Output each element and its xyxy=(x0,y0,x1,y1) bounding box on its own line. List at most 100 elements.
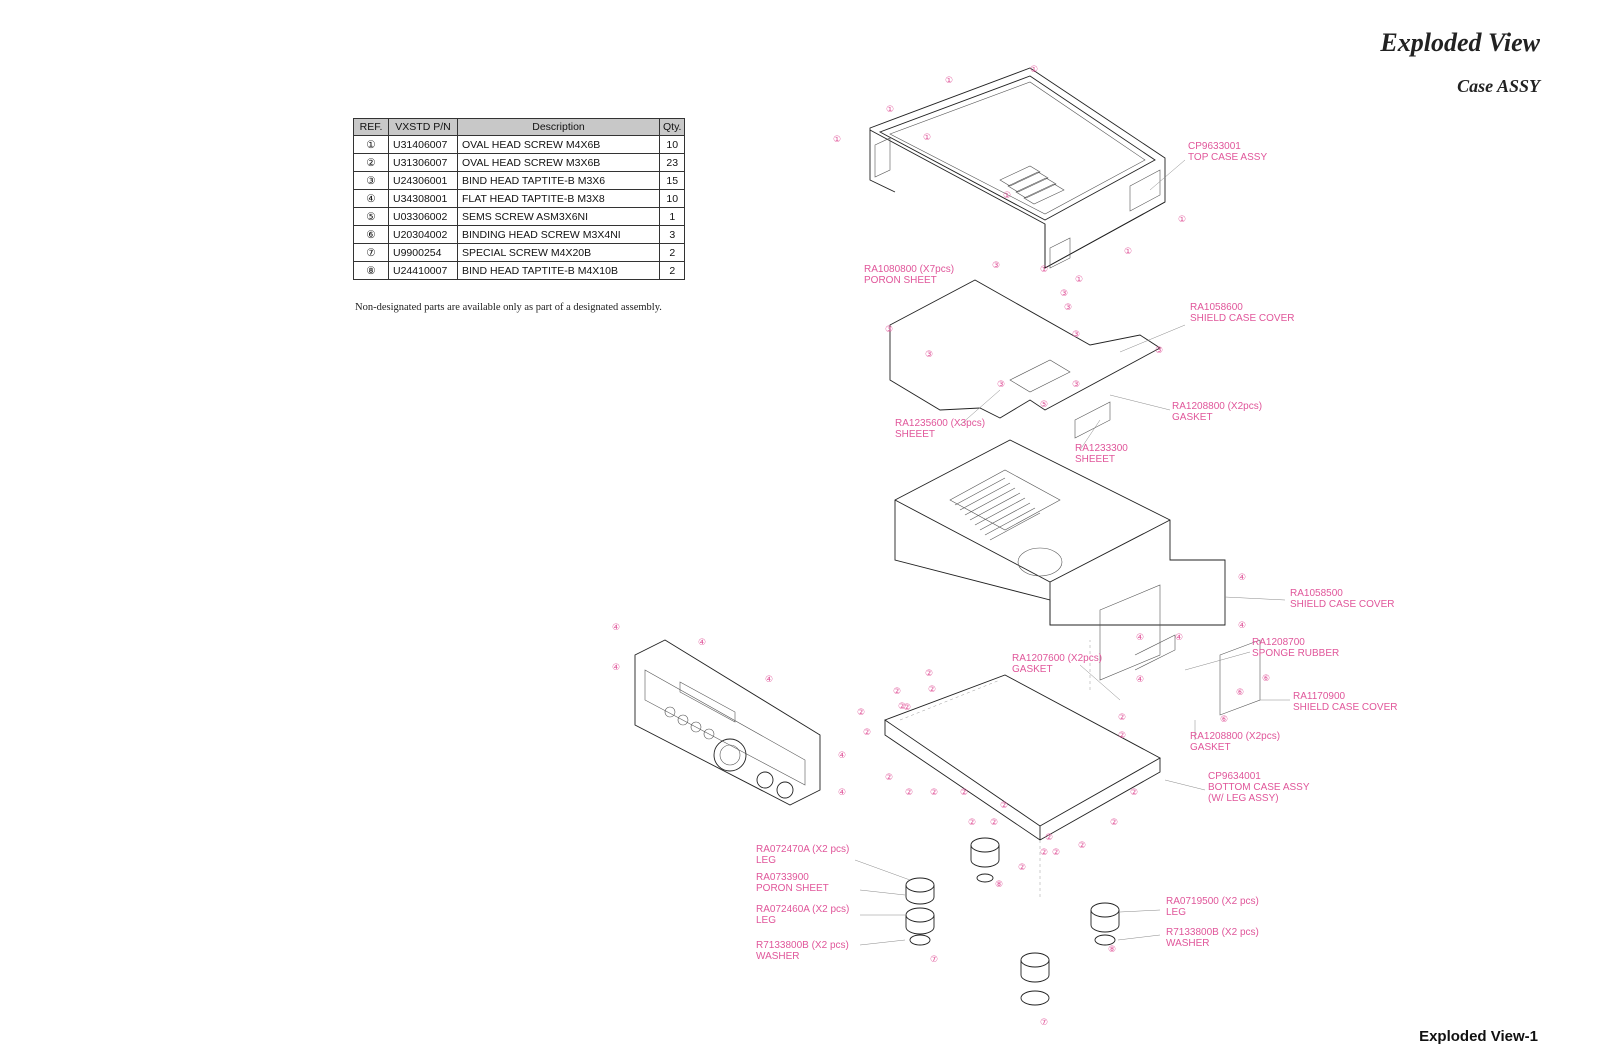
callout-shield-side-pn: RA1058500 xyxy=(1290,588,1343,599)
parts-table-header-row: REF. VXSTD P/N Description Qty. xyxy=(353,118,686,136)
callout-leg-a-pn: RA072470A (X2 pcs) xyxy=(756,844,849,855)
screw-marker: ② xyxy=(1110,818,1118,828)
top-case-drawing xyxy=(869,67,1166,269)
callout-gasket-lower-pn: RA1208800 (X2pcs) xyxy=(1190,731,1280,742)
callout-washer-right-pn: R7133800B (X2 pcs) xyxy=(1166,927,1259,938)
page-subtitle: Case ASSY xyxy=(1457,76,1540,96)
screw-marker: ① xyxy=(1040,265,1048,275)
screw-marker: ④ xyxy=(1136,675,1144,685)
screw-marker: ② xyxy=(1000,801,1008,811)
cell-pn: U20304002 xyxy=(388,225,458,244)
screw-marker: ② xyxy=(885,773,893,783)
shield-cover-drawing xyxy=(889,279,1161,439)
cell-pn: U24410007 xyxy=(388,261,458,280)
screw-marker: ⑦ xyxy=(1040,1018,1048,1028)
screw-marker: ① xyxy=(1030,65,1038,75)
callout-shield-small-desc: SHIELD CASE COVER xyxy=(1293,702,1397,713)
callout-leg-b-desc: LEG xyxy=(756,915,776,926)
callout-washer-left-pn: R7133800B (X2 pcs) xyxy=(756,940,849,951)
cell-pn: U31406007 xyxy=(388,135,458,154)
screw-marker: ⑥ xyxy=(1220,715,1228,725)
screw-marker: ③ xyxy=(1155,346,1163,356)
callout-gasket-mid-pn: RA1207600 (X2pcs) xyxy=(1012,653,1102,664)
cell-desc: BINDING HEAD SCREW M3X4NI xyxy=(457,225,660,244)
screw-marker: ② xyxy=(960,788,968,798)
screw-marker: ② xyxy=(930,788,938,798)
screw-marker: ② xyxy=(968,818,976,828)
callout-shield-cover-pn: RA1058600 xyxy=(1190,302,1243,313)
callout-shield-cover-desc: SHIELD CASE COVER xyxy=(1190,313,1294,324)
leader-lines xyxy=(854,159,1290,946)
page-footer: Exploded View-1 xyxy=(1419,1028,1538,1045)
callout-poron-sheet-desc: PORON SHEET xyxy=(864,275,937,286)
screw-markers: ① ① ① ① ① ① ① ① ① ① ③ ③ ③ ③ ③ ③ ③ ③ ③ ⑤ … xyxy=(612,65,1270,1028)
screw-marker: ③ xyxy=(885,325,893,335)
screw-marker: ⑤ xyxy=(1040,400,1048,410)
screw-marker: ② xyxy=(1130,788,1138,798)
screw-marker: ① xyxy=(923,133,931,143)
callout-sheeet-x3-pn: RA1235600 (X3pcs) xyxy=(895,418,985,429)
screw-marker: ④ xyxy=(612,623,620,633)
screw-marker: ③ xyxy=(997,380,1005,390)
callout-bottom-case-desc: BOTTOM CASE ASSY xyxy=(1208,782,1310,793)
screw-marker: ② xyxy=(903,703,911,713)
screw-marker: ① xyxy=(1178,215,1186,225)
callout-sheeet-desc: SHEEET xyxy=(1075,454,1115,465)
callout-gasket-desc: GASKET xyxy=(1172,412,1213,423)
screw-marker: ⑧ xyxy=(995,880,1003,890)
availability-note: Non-designated parts are available only … xyxy=(355,302,662,313)
callout-labels: CP9633001 TOP CASE ASSY RA1080800 (X7pcs… xyxy=(756,141,1397,962)
screw-marker: ③ xyxy=(1072,330,1080,340)
screw-marker: ② xyxy=(1118,731,1126,741)
callout-washer-right-desc: WASHER xyxy=(1166,938,1210,949)
callout-bottom-case-pn: CP9634001 xyxy=(1208,771,1261,782)
page-title: Exploded View xyxy=(1380,28,1540,57)
screw-marker: ⑧ xyxy=(1108,945,1116,955)
screw-marker: ② xyxy=(863,728,871,738)
screw-marker: ② xyxy=(1045,833,1053,843)
chassis-drawing xyxy=(894,439,1261,716)
screw-marker: ① xyxy=(833,135,841,145)
callout-poron-leg-pn: RA0733900 xyxy=(756,872,809,883)
cell-desc: OVAL HEAD SCREW M3X6B xyxy=(457,153,660,172)
callout-shield-side-desc: SHIELD CASE COVER xyxy=(1290,599,1394,610)
screw-marker: ④ xyxy=(838,788,846,798)
cell-pn: U31306007 xyxy=(388,153,458,172)
callout-shield-small-pn: RA1170900 xyxy=(1293,691,1346,702)
callout-gasket-mid-desc: GASKET xyxy=(1012,664,1053,675)
cell-desc: BIND HEAD TAPTITE-B M4X10B xyxy=(457,261,660,280)
cell-pn: U9900254 xyxy=(388,243,458,262)
callout-top-case-desc: TOP CASE ASSY xyxy=(1188,152,1267,163)
front-panel-drawing xyxy=(634,639,821,806)
screw-marker: ① xyxy=(945,76,953,86)
screw-marker: ④ xyxy=(1238,573,1246,583)
callout-sheeet-pn: RA1233300 xyxy=(1075,443,1128,454)
screw-marker: ② xyxy=(893,687,901,697)
cell-qty: 2 xyxy=(658,261,686,280)
screw-marker: ② xyxy=(990,818,998,828)
screw-marker: ② xyxy=(857,708,865,718)
screw-marker: ③ xyxy=(925,350,933,360)
header-description: Description xyxy=(457,118,660,136)
screw-marker: ④ xyxy=(1136,633,1144,643)
header-ref: REF. xyxy=(353,118,389,136)
screw-marker: ⑥ xyxy=(1262,674,1270,684)
callout-leg-c-pn: RA0719500 (X2 pcs) xyxy=(1166,896,1259,907)
callout-sponge-desc: SPONGE RUBBER xyxy=(1252,648,1339,659)
callout-poron-leg-desc: PORON SHEET xyxy=(756,883,829,894)
screw-marker: ② xyxy=(1078,841,1086,851)
screw-marker: ② xyxy=(1018,863,1026,873)
screw-marker: ⑦ xyxy=(930,955,938,965)
screw-marker: ④ xyxy=(1238,621,1246,631)
screw-marker: ③ xyxy=(1064,303,1072,313)
callout-gasket-lower-desc: GASKET xyxy=(1190,742,1231,753)
callout-leg-a-desc: LEG xyxy=(756,855,776,866)
screw-marker: ② xyxy=(925,669,933,679)
screw-marker: ③ xyxy=(1060,289,1068,299)
